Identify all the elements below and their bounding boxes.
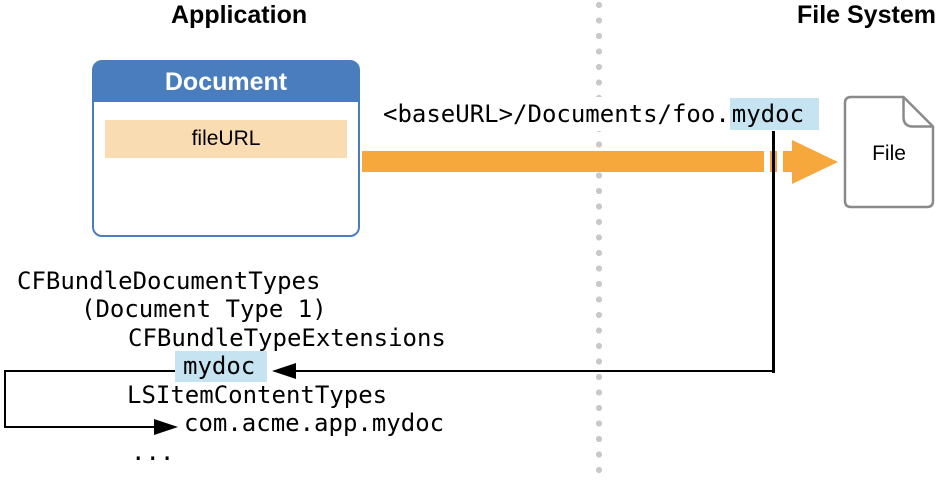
plist-line-ellipsis: ...: [131, 438, 175, 466]
application-section-label: Application: [171, 1, 308, 29]
plist-line-document-type-1: (Document Type 1): [81, 295, 327, 323]
extension-connector-horizontal-line: [294, 370, 775, 372]
plist-line-extension-value: mydoc: [175, 351, 268, 382]
uti-connector-vertical-line: [4, 370, 6, 428]
extension-value-highlight: mydoc: [175, 351, 268, 382]
uti-connector-top-line: [4, 370, 175, 372]
arrow-crossing-gap-left: [764, 149, 770, 175]
uti-connector-bottom-line: [4, 426, 154, 428]
file-icon: [843, 95, 935, 209]
file-path-label: <baseURL>/Documents/foo.mydoc: [383, 97, 820, 131]
document-to-file-arrowhead: [792, 140, 838, 184]
document-to-file-arrow-shaft: [362, 151, 792, 172]
plist-line-cfbundledocumenttypes: CFBundleDocumentTypes: [17, 267, 321, 295]
document-box-title: Document: [94, 62, 358, 102]
uti-connector-arrowhead: [154, 419, 178, 435]
file-path-prefix: <baseURL>/Documents/foo.: [383, 100, 730, 128]
extension-connector-vertical-line: [772, 131, 775, 373]
section-separator-dotted-line: [595, 0, 603, 480]
file-extension-highlight: mydoc: [729, 98, 820, 130]
plist-line-lsitemcontenttypes: LSItemContentTypes: [127, 381, 388, 409]
file-icon-label: File: [872, 142, 906, 165]
plist-line-uti-value: com.acme.app.mydoc: [184, 409, 445, 437]
document-object-box: Document fileURL: [92, 60, 360, 237]
fileurl-property-field: fileURL: [105, 120, 347, 158]
extension-connector-arrowhead: [272, 363, 296, 379]
arrow-crossing-gap-right: [777, 149, 783, 175]
plist-line-cfbundletypeextensions: CFBundleTypeExtensions: [128, 324, 446, 352]
file-system-section-label: File System: [797, 1, 936, 29]
